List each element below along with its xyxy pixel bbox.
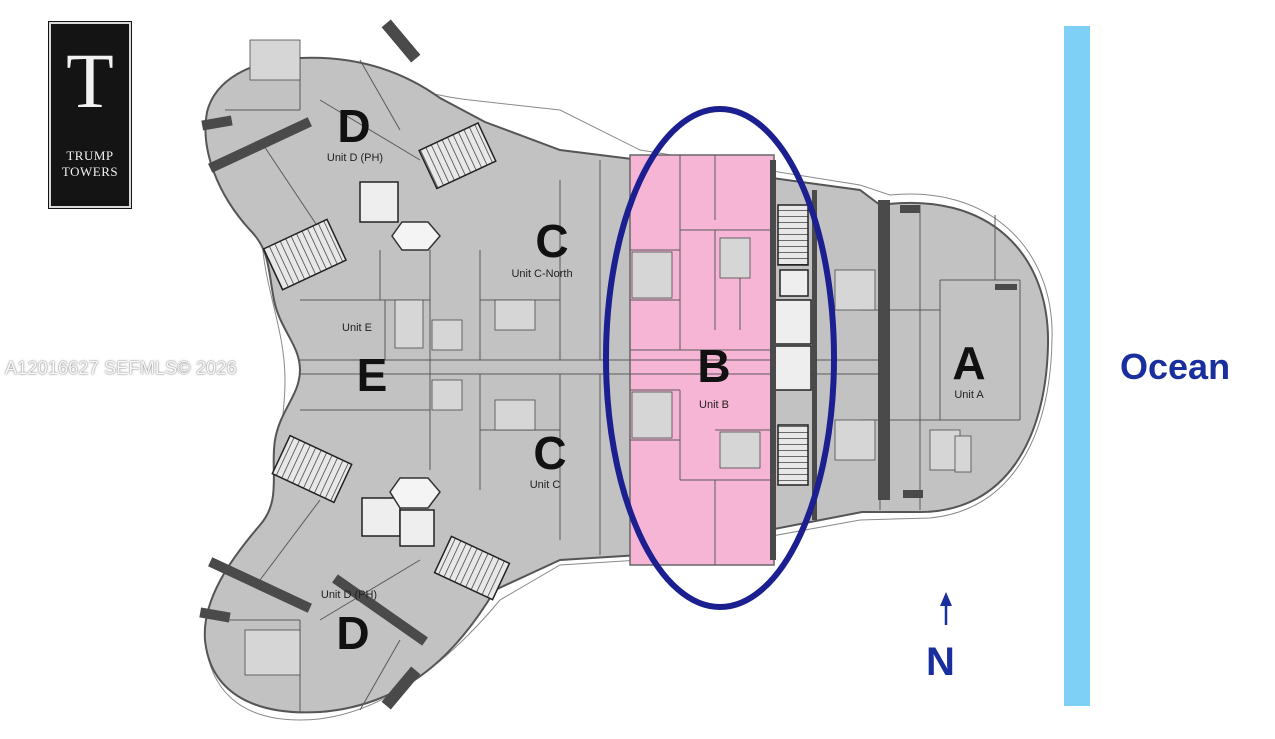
unit-c-north-name: Unit C-North bbox=[511, 268, 573, 280]
unit-b-highlight-ring bbox=[603, 106, 837, 610]
shear-walls bbox=[199, 19, 1017, 710]
unit-b-name: Unit B bbox=[699, 399, 729, 411]
north-label: N bbox=[926, 640, 955, 684]
logo-monogram: T bbox=[66, 37, 114, 124]
lobby-octagon-north bbox=[391, 221, 441, 251]
logo-line-2: TOWERS bbox=[61, 164, 119, 179]
unit-e-letter: E bbox=[356, 349, 388, 401]
ocean-label: Ocean bbox=[1120, 346, 1231, 387]
north-arrow-icon bbox=[940, 592, 952, 625]
unit-d-bottom-name: Unit D (PH) bbox=[320, 589, 378, 601]
trump-towers-logo: T TRUMP TOWERS bbox=[48, 21, 132, 209]
unit-a-name: Unit A bbox=[954, 389, 984, 401]
unit-d-top-letter: D bbox=[337, 100, 371, 152]
mls-watermark: A12016627 SEFMLS© 2026 bbox=[5, 358, 237, 378]
unit-a-letter: A bbox=[952, 337, 986, 389]
lobby-octagon-south bbox=[389, 477, 441, 509]
unit-d-bottom-letter: D bbox=[336, 607, 370, 659]
unit-c-name: Unit C bbox=[529, 479, 561, 491]
bathroom-fixtures bbox=[244, 39, 972, 676]
unit-b-letter: B bbox=[697, 340, 731, 392]
unit-c-north-letter: C bbox=[535, 215, 569, 267]
elevators bbox=[359, 181, 812, 547]
logo-line-1: TRUMP bbox=[66, 148, 114, 163]
unit-e-name: Unit E bbox=[342, 322, 372, 334]
stair-cores bbox=[262, 122, 809, 601]
unit-d-top-name: Unit D (PH) bbox=[326, 152, 384, 164]
unit-c-letter: C bbox=[533, 427, 567, 479]
ocean-edge-bar bbox=[1064, 26, 1090, 706]
